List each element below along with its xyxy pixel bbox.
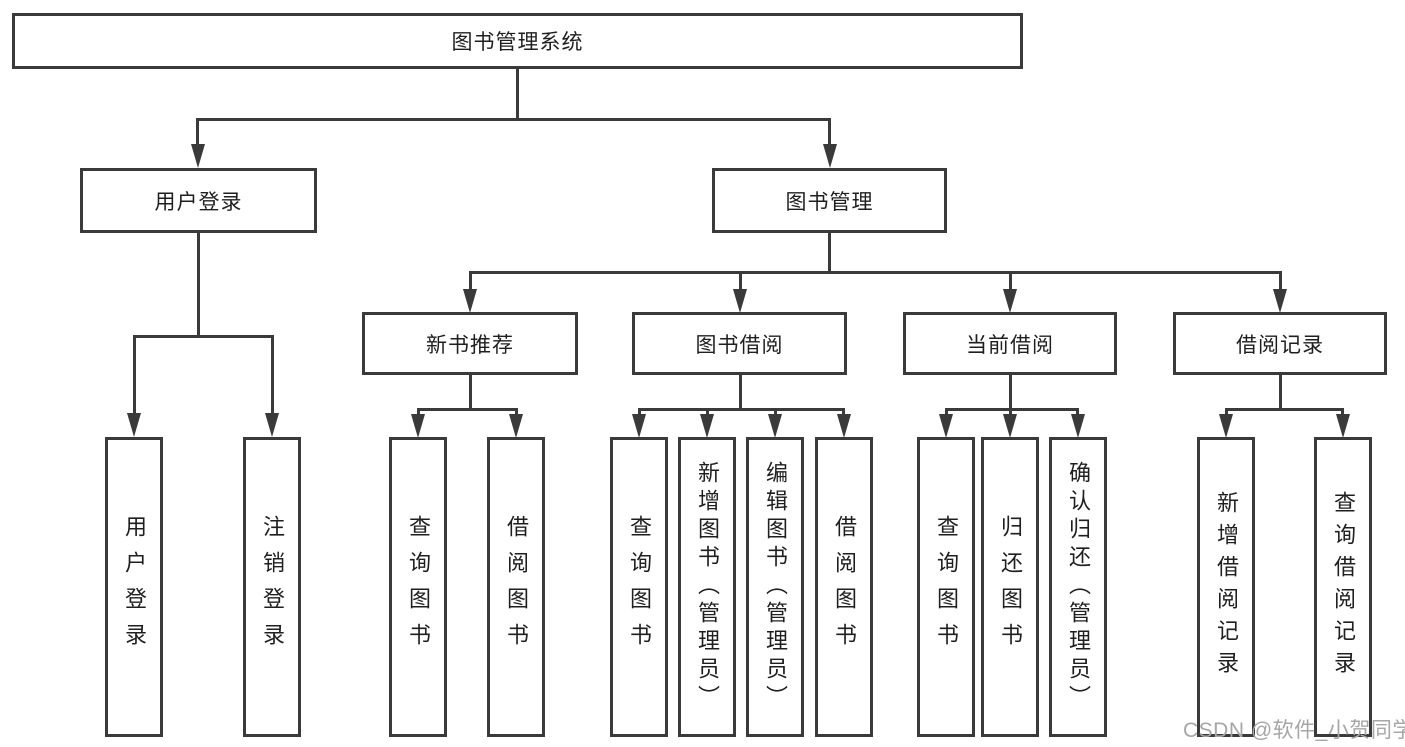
connector-line — [515, 408, 518, 418]
arrow-down-icon — [1273, 289, 1287, 313]
connector-line — [417, 408, 518, 411]
connector-line — [469, 375, 472, 411]
node-current-borrowing: 当前借阅 — [903, 312, 1117, 375]
leaf-query-books-borrowing: 查询图书 — [610, 437, 668, 737]
leaf-label: 借阅图书 — [504, 515, 529, 659]
node-book-borrowing: 图书借阅 — [632, 312, 847, 375]
connector-line — [1225, 408, 1228, 418]
leaf-label: 查询图书 — [934, 515, 959, 659]
connector-line — [842, 408, 845, 418]
leaf-label: 归还图书 — [998, 515, 1023, 659]
leaf-label: 查询图书 — [627, 515, 652, 659]
node-label: 图书管理系统 — [451, 31, 584, 54]
connector-line — [774, 408, 777, 418]
csdn-watermark: CSDN @软件_小贺同学 — [1183, 719, 1405, 742]
arrow-down-icon — [411, 414, 425, 438]
connector-line — [1279, 375, 1282, 411]
connector-line — [1009, 271, 1012, 293]
connector-line — [133, 335, 274, 338]
connector-line — [470, 271, 1282, 274]
arrow-down-icon — [700, 414, 714, 438]
leaf-borrow-books: 借阅图书 — [815, 437, 873, 737]
leaf-label: 编辑图书（管理员） — [763, 461, 788, 713]
connector-line — [197, 233, 200, 338]
connector-line — [638, 408, 641, 418]
leaf-logout: 注销登录 — [243, 437, 301, 737]
connector-line — [1009, 375, 1012, 411]
leaf-label: 新增图书（管理员） — [695, 461, 720, 713]
connector-line — [271, 335, 274, 415]
leaf-label: 用户登录 — [122, 515, 147, 659]
arrow-down-icon — [463, 289, 477, 313]
node-book-management: 图书管理 — [712, 168, 947, 233]
arrow-down-icon — [1003, 414, 1017, 438]
arrow-down-icon — [823, 144, 837, 168]
leaf-user-login: 用户登录 — [105, 437, 163, 737]
node-label: 图书管理 — [785, 190, 874, 214]
connector-line — [516, 69, 519, 121]
connector-line — [469, 271, 472, 293]
arrow-down-icon — [768, 414, 782, 438]
arrow-down-icon — [837, 414, 851, 438]
arrow-down-icon — [632, 414, 646, 438]
node-label: 用户登录 — [154, 190, 243, 214]
connector-line — [739, 271, 742, 293]
node-root-library-management-system: 图书管理系统 — [12, 13, 1023, 69]
arrow-down-icon — [939, 414, 953, 438]
leaf-label: 新增借阅记录 — [1214, 491, 1239, 683]
node-label: 新书推荐 — [426, 333, 514, 357]
node-label: 借阅记录 — [1236, 333, 1324, 357]
connector-line — [945, 408, 948, 418]
leaf-add-books-admin: 新增图书（管理员） — [678, 437, 736, 737]
leaf-query-borrow-record: 查询借阅记录 — [1314, 437, 1372, 737]
connector-line — [1009, 408, 1012, 418]
leaf-label: 确认归还（管理员） — [1066, 461, 1091, 713]
arrow-down-icon — [127, 413, 141, 437]
connector-line — [1225, 408, 1344, 411]
leaf-add-borrow-record: 新增借阅记录 — [1197, 437, 1255, 737]
node-label: 图书借阅 — [695, 333, 784, 357]
arrow-down-icon — [1071, 414, 1085, 438]
arrow-down-icon — [509, 414, 523, 438]
connector-line — [638, 408, 845, 411]
arrow-down-icon — [1219, 414, 1233, 438]
connector-line — [739, 375, 742, 411]
leaf-label: 查询图书 — [406, 515, 431, 659]
connector-line — [197, 118, 831, 121]
node-new-book-recommendation: 新书推荐 — [362, 312, 578, 375]
arrow-down-icon — [1336, 414, 1350, 438]
connector-line — [828, 118, 831, 148]
arrow-down-icon — [191, 144, 205, 168]
connector-line — [1341, 408, 1344, 418]
node-user-login: 用户登录 — [80, 168, 317, 233]
leaf-edit-books-admin: 编辑图书（管理员） — [746, 437, 804, 737]
connector-line — [828, 233, 831, 274]
connector-line — [196, 118, 199, 148]
connector-line — [133, 335, 136, 415]
arrow-down-icon — [1003, 289, 1017, 313]
leaf-borrow-books-recommend: 借阅图书 — [487, 437, 545, 737]
connector-line — [1076, 408, 1079, 418]
leaf-return-books: 归还图书 — [981, 437, 1039, 737]
arrow-down-icon — [265, 413, 279, 437]
connector-line — [706, 408, 709, 418]
node-label: 当前借阅 — [966, 333, 1054, 357]
leaf-query-books-current: 查询图书 — [917, 437, 975, 737]
leaf-label: 借阅图书 — [832, 515, 857, 659]
connector-line — [417, 408, 420, 418]
leaf-label: 查询借阅记录 — [1331, 491, 1356, 683]
leaf-confirm-return-admin: 确认归还（管理员） — [1049, 437, 1107, 737]
leaf-query-books-recommend: 查询图书 — [389, 437, 447, 737]
connector-line — [1279, 271, 1282, 293]
arrow-down-icon — [733, 289, 747, 313]
node-borrowing-records: 借阅记录 — [1173, 312, 1387, 375]
leaf-label: 注销登录 — [260, 515, 285, 659]
